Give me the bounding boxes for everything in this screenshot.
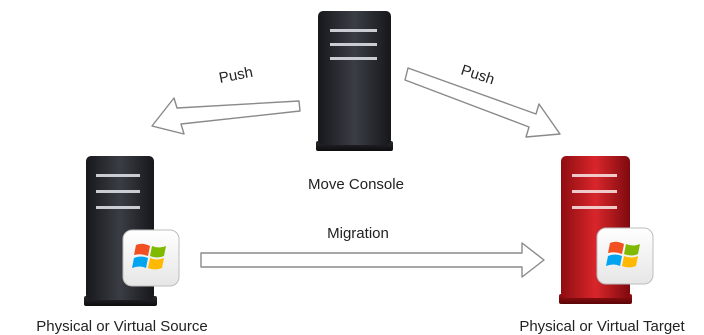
push-label-right: Push: [459, 62, 497, 89]
push-label-left: Push: [218, 64, 255, 87]
target-label: Physical or Virtual Target: [519, 318, 685, 335]
source-label: Physical or Virtual Source: [36, 318, 207, 335]
console-server-icon: [316, 11, 393, 151]
migration-label: Migration: [327, 225, 389, 242]
push-arrow-right: [404, 67, 561, 138]
target-windows-badge: [596, 227, 654, 285]
windows-flag-icon: [606, 241, 640, 268]
push-arrow-left: [151, 97, 301, 135]
source-windows-badge: [122, 229, 180, 287]
console-label: Move Console: [308, 176, 404, 193]
windows-flag-icon: [132, 243, 166, 270]
migration-arrow: [200, 242, 545, 278]
